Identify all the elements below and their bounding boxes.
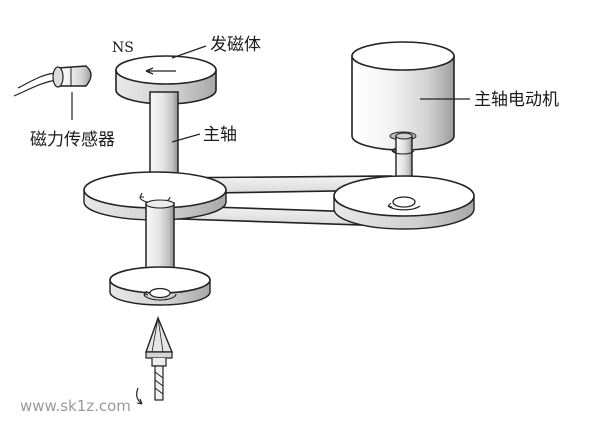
leader-spindle bbox=[171, 133, 201, 143]
lower-disk bbox=[109, 266, 211, 306]
sensor-cable bbox=[17, 72, 57, 89]
label-spindle: 主轴 bbox=[203, 125, 237, 145]
cutting-tool bbox=[136, 316, 174, 405]
label-motor: 主轴电动机 bbox=[474, 90, 559, 110]
leader-lines bbox=[71, 45, 470, 143]
label-sensor: 磁力传感器 bbox=[30, 130, 115, 150]
magnet-body bbox=[115, 55, 217, 105]
motor-pulley bbox=[333, 175, 475, 230]
label-ns: NS bbox=[112, 40, 134, 56]
leader-magnet bbox=[171, 45, 207, 59]
magnetic-sensor bbox=[13, 65, 92, 97]
watermark: www.sk1z.com bbox=[20, 397, 131, 415]
label-magnet: 发磁体 bbox=[210, 35, 261, 55]
